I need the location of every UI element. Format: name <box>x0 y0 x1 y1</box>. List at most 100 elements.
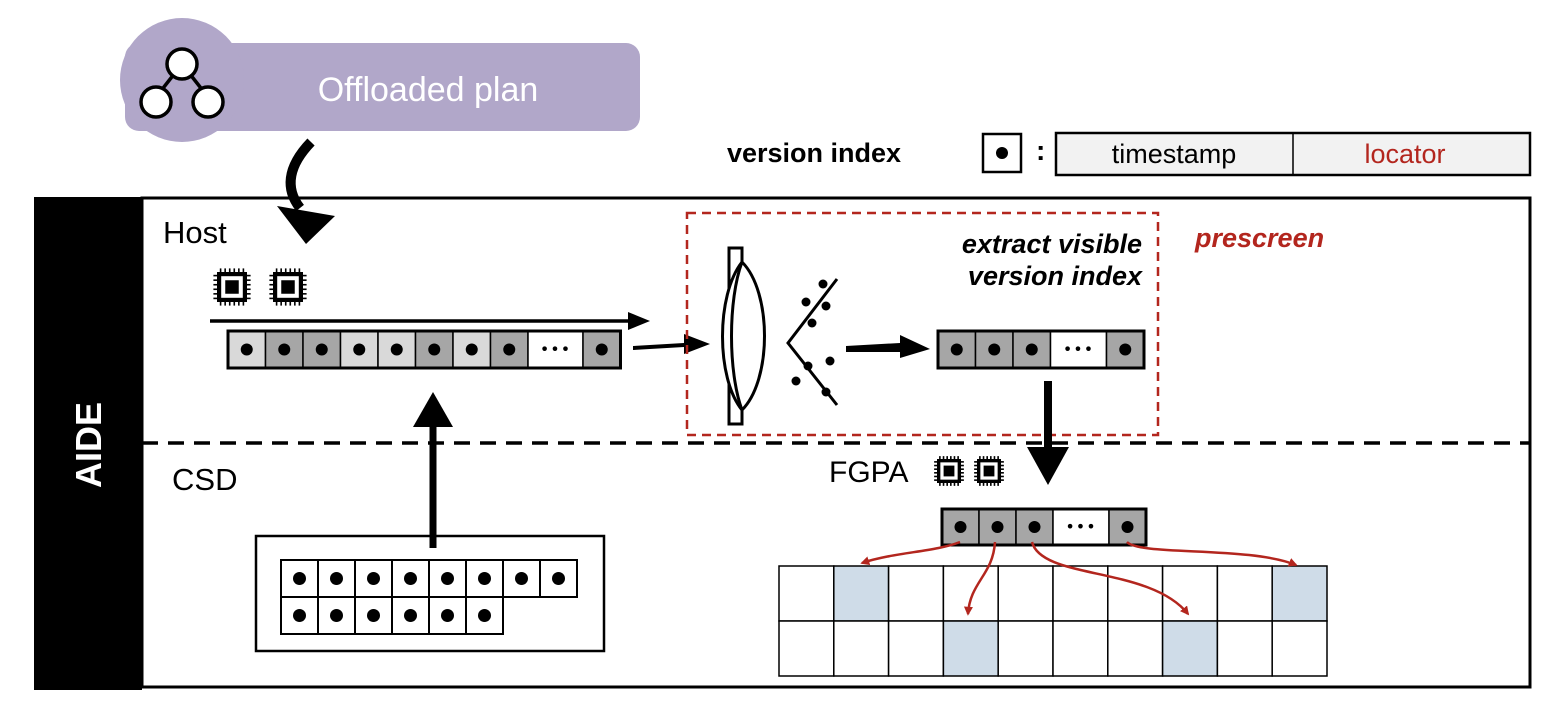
entry-dot <box>293 572 306 585</box>
chip-icon <box>934 456 964 486</box>
index-entry: ••• <box>527 330 584 369</box>
entry-dot <box>954 521 967 533</box>
csd-label: CSD <box>172 462 237 497</box>
storage-page-cell <box>833 565 890 622</box>
csd-index-entry <box>465 596 504 635</box>
entry-dot <box>404 609 417 622</box>
storage-page-cell <box>1216 620 1273 677</box>
index-entry <box>264 330 304 369</box>
storage-page-cell <box>1216 565 1273 622</box>
entry-dot <box>441 609 454 622</box>
legend-field-locator: locator <box>1364 139 1445 169</box>
entry-dot <box>293 609 306 622</box>
chip-icon <box>974 456 1004 486</box>
chip-icons <box>213 268 1004 486</box>
ellipsis-label: ••• <box>1065 517 1096 536</box>
funnel-icon <box>786 278 839 406</box>
storage-page-cell <box>997 620 1054 677</box>
csd-index-entry <box>428 596 467 635</box>
entry-dot <box>988 343 1001 356</box>
legend-separator: : <box>1036 135 1045 166</box>
legend: version index : timestamp locator <box>727 131 1532 177</box>
storage-page-cell <box>778 565 835 622</box>
index-entry <box>414 330 454 369</box>
entry-dot <box>1119 343 1132 356</box>
prescreen-step-line2: version index <box>968 261 1143 291</box>
storage-page-cell <box>833 620 890 677</box>
storage-page-cell <box>997 565 1054 622</box>
storage-page-cell <box>778 620 835 677</box>
csd-index-entry <box>280 559 319 598</box>
entry-dot <box>428 343 441 356</box>
entry-dot <box>950 343 963 356</box>
entry-dot <box>552 572 565 585</box>
ellipsis-label: ••• <box>1063 340 1094 359</box>
csd-index-entry <box>280 596 319 635</box>
index-entry <box>339 330 379 369</box>
storage-page-cell <box>1271 620 1328 677</box>
csd-storage <box>254 534 606 653</box>
csd-index-entry <box>465 559 504 598</box>
chip-icon <box>213 268 251 306</box>
csd-index-entry <box>354 596 393 635</box>
csd-index-entry <box>317 559 356 598</box>
aide-sidebar: AIDE <box>34 197 142 690</box>
entry-dot <box>991 521 1004 533</box>
storage-page-cell <box>1161 565 1219 622</box>
entry-dot <box>515 572 528 585</box>
index-entry <box>1012 330 1052 369</box>
index-entry <box>1105 330 1145 369</box>
entry-dot <box>478 572 491 585</box>
csd-index-entry <box>317 596 356 635</box>
index-entry: ••• <box>1052 508 1110 546</box>
index-entry <box>978 508 1017 546</box>
locator-arrows <box>860 540 1298 616</box>
host-version-index: ••• <box>226 329 622 370</box>
storage-page-cell <box>887 565 945 622</box>
entry-dot <box>441 572 454 585</box>
entry-dot <box>278 343 291 356</box>
legend-field-timestamp: timestamp <box>1112 139 1237 169</box>
entry-dot <box>315 343 328 356</box>
csd-index-entry <box>428 559 467 598</box>
index-entry <box>302 330 342 369</box>
storage-page-cell <box>1107 565 1164 622</box>
entry-dot <box>367 572 380 585</box>
storage-pages-grid <box>778 565 1328 677</box>
prescreen-step-line1: extract visible <box>962 229 1142 259</box>
index-entry <box>452 330 492 369</box>
entry-dot <box>240 343 253 356</box>
storage-page-cell <box>1052 620 1109 677</box>
index-entry: ••• <box>1049 330 1108 369</box>
fpga-label: FGPA <box>829 456 908 489</box>
csd-index-entry <box>354 559 393 598</box>
plan-arrow <box>285 138 315 212</box>
entry-dot <box>330 609 343 622</box>
tree-icon <box>139 47 225 119</box>
aide-label: AIDE <box>68 402 109 488</box>
ellipsis-label: ••• <box>540 340 571 359</box>
offloaded-plan: Offloaded plan <box>120 18 640 142</box>
entry-dot <box>1028 521 1041 533</box>
entry-dot <box>1025 343 1038 356</box>
host-label: Host <box>163 215 227 250</box>
storage-page-cell <box>942 620 999 677</box>
fpga-version-index: ••• <box>940 507 1148 547</box>
index-entry <box>941 508 980 546</box>
entry-dot <box>353 343 366 356</box>
index-entry <box>1015 508 1054 546</box>
entry-dot <box>404 572 417 585</box>
filtered-version-index: ••• <box>936 329 1146 370</box>
chip-icon <box>269 268 307 306</box>
index-entry <box>227 330 267 369</box>
to-prescreen-arrow <box>633 334 710 354</box>
storage-page-cell <box>1107 620 1164 677</box>
index-entry <box>937 330 977 369</box>
entry-dot <box>330 572 343 585</box>
entry-dot <box>1121 521 1134 533</box>
storage-page-cell <box>887 620 945 677</box>
index-entry <box>489 330 529 369</box>
csd-index-entry <box>539 559 578 598</box>
index-entry <box>377 330 417 369</box>
